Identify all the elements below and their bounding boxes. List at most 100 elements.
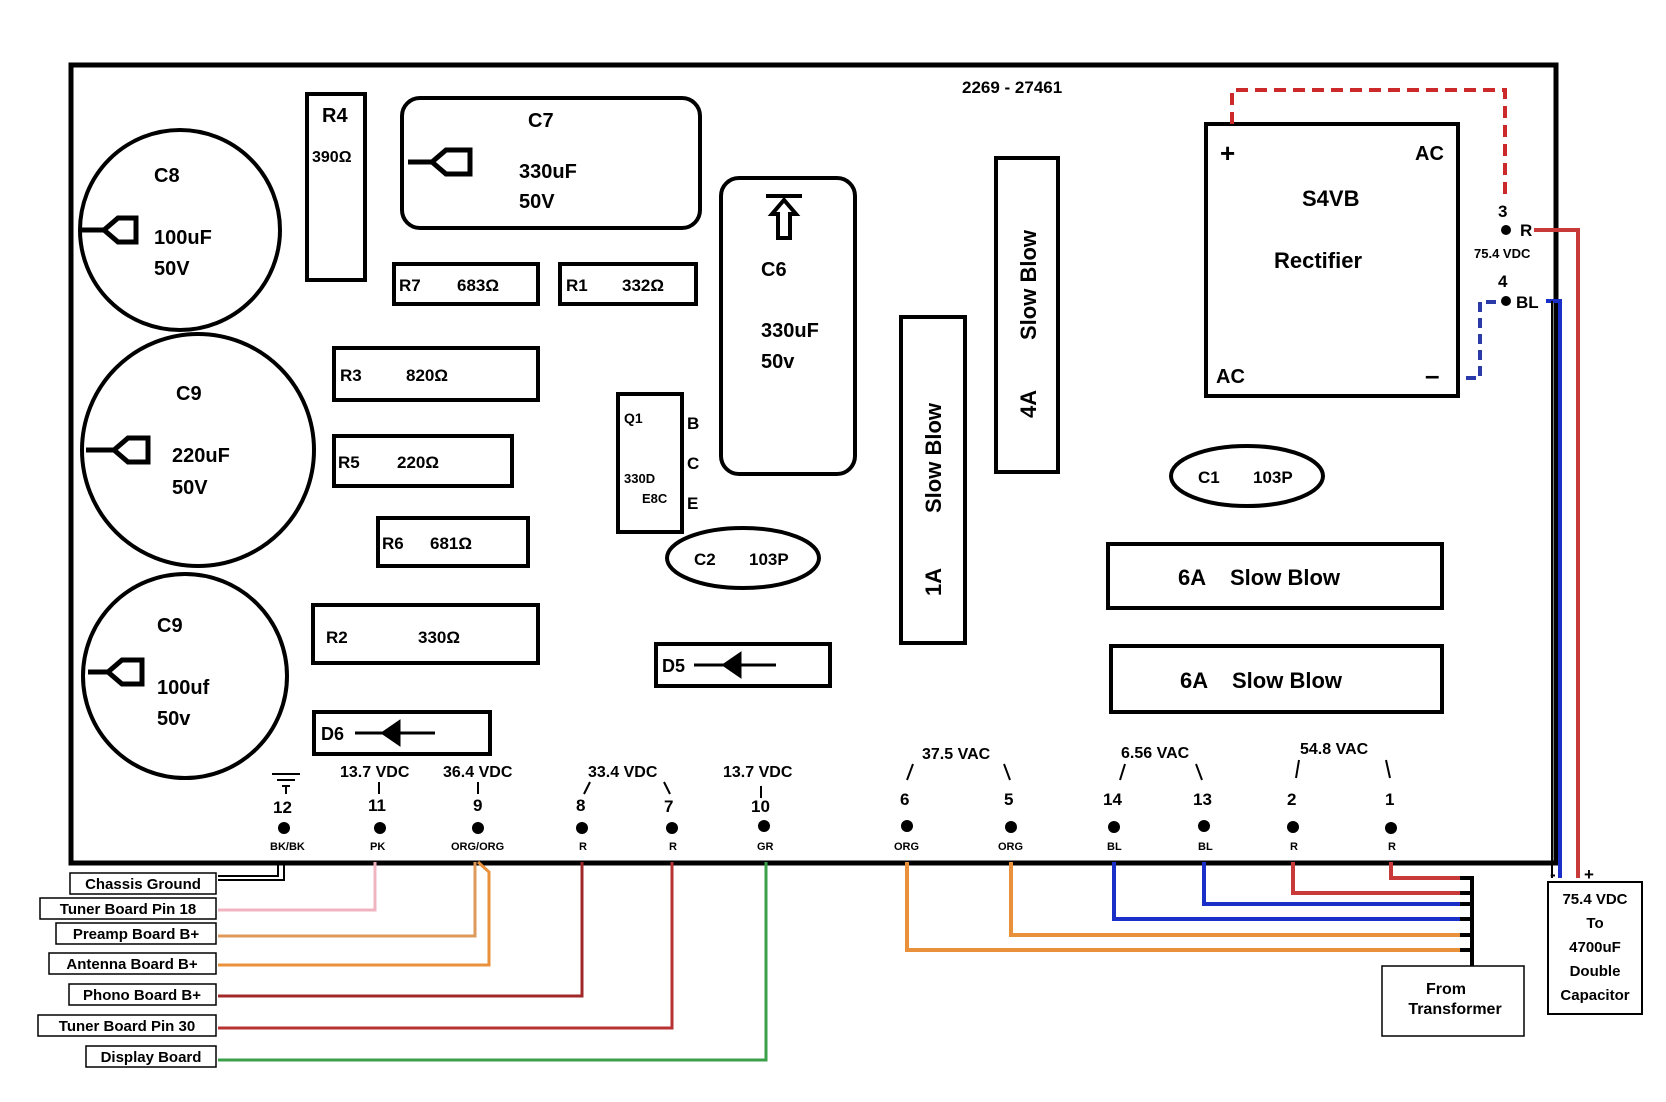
output-line-1: 75.4 VDC: [1562, 891, 1627, 908]
wire-tuner-pin18: [218, 862, 377, 912]
wire-phono-b+: [218, 862, 584, 998]
r4-value: 390Ω: [312, 149, 352, 166]
pin3-wire: R: [1520, 221, 1532, 240]
c1-name: C1: [1198, 468, 1220, 487]
c8-voltage: 50V: [154, 258, 190, 280]
pin-2: 2 R: [1287, 790, 1299, 853]
dest-display-board: Display Board: [101, 1049, 202, 1066]
c6-name: C6: [761, 259, 787, 281]
c9b-value: 100uf: [157, 677, 210, 699]
pin-12: 12 BK/BK: [270, 798, 305, 853]
capacitor-c2: C2 103P: [665, 526, 821, 590]
fuse-1a-type: Slow Blow: [921, 402, 946, 513]
destination-labels: Chassis Ground Tuner Board Pin 18 Preamp…: [37, 872, 217, 1068]
wire-pin2-red: [1291, 862, 1462, 895]
diode-d5: D5: [654, 642, 832, 688]
pin9-voltage: 36.4 VDC: [443, 764, 513, 781]
wire-chassis-ground-2: [218, 862, 279, 877]
pair-14-13-voltage: 6.56 VAC: [1121, 745, 1190, 762]
dest-preamp-b+: Preamp Board B+: [73, 926, 200, 943]
fuse-1a: 1A Slow Blow: [899, 315, 967, 645]
pin-voltage-ticks: [378, 759, 1391, 798]
r1-name: R1: [566, 276, 588, 295]
rectifier-ac-top: AC: [1415, 143, 1444, 165]
wire-tuner-pin30: [218, 862, 674, 1030]
c1-value: 103P: [1253, 468, 1293, 487]
c2-value: 103P: [749, 550, 789, 569]
transistor-q1: Q1 330D E8C B C E: [616, 392, 699, 534]
pin2-wire: R: [1290, 841, 1298, 853]
pin10-number: 10: [751, 797, 770, 816]
fuse-4a: 4A Slow Blow: [994, 156, 1060, 474]
rectifier-ac-bottom: AC: [1216, 366, 1245, 388]
rectifier-output-voltage: 75.4 VDC: [1474, 246, 1531, 261]
r3-value: 820Ω: [406, 366, 448, 385]
dest-tuner-pin18: Tuner Board Pin 18: [60, 901, 196, 918]
dest-antenna-b+: Antenna Board B+: [66, 956, 198, 973]
c9a-voltage: 50V: [172, 477, 208, 499]
arrow-left-icon: [86, 435, 151, 465]
pin12-wire: BK/BK: [270, 841, 305, 853]
q1-name: Q1: [624, 410, 643, 426]
c9a-name: C9: [176, 383, 202, 405]
resistor-r5: R5 220Ω: [332, 434, 514, 488]
pin-13: 13 BL: [1193, 790, 1213, 853]
fuse-6a-1-label: 6A: [1178, 565, 1206, 590]
pin7-wire: R: [669, 841, 677, 853]
wire-pin1-red: [1389, 862, 1462, 880]
dest-tuner-pin30: Tuner Board Pin 30: [59, 1018, 195, 1035]
rectifier-name: S4VB: [1302, 186, 1359, 211]
wire-pin13-blue: [1202, 862, 1462, 906]
d6-name: D6: [321, 724, 344, 744]
c6-voltage: 50v: [761, 351, 795, 373]
c9a-value: 220uF: [172, 445, 230, 467]
fuse-6a-2-type: Slow Blow: [1232, 668, 1343, 693]
q1-part: 330D: [624, 471, 655, 486]
c2-name: C2: [694, 550, 716, 569]
wire-chassis-ground: [218, 862, 285, 881]
pin5-wire: ORG: [998, 841, 1023, 853]
rectifier-positive-dashed-lead: [1230, 88, 1507, 200]
c8-value: 100uF: [154, 227, 212, 249]
output-line-5: Capacitor: [1560, 987, 1629, 1004]
rectifier-plus: +: [1220, 138, 1235, 168]
capacitor-c7: C7 330uF 50V: [400, 96, 702, 230]
wire-antenna-b+: [218, 860, 491, 967]
pin4-wire: BL: [1516, 293, 1539, 312]
pin3-number: 3: [1498, 202, 1507, 221]
fuse-6a-1: 6A Slow Blow: [1106, 542, 1444, 610]
r6-name: R6: [382, 534, 404, 553]
pin-1: 1 R: [1385, 790, 1397, 853]
q1-pin-c: C: [687, 454, 699, 473]
resistor-r1: R1 332Ω: [558, 262, 698, 306]
pin5-number: 5: [1004, 790, 1013, 809]
pin6-number: 6: [900, 790, 909, 809]
pin11-voltage: 13.7 VDC: [340, 764, 410, 781]
output-plus-sign: +: [1584, 865, 1594, 884]
pin1-number: 1: [1385, 790, 1394, 809]
board-id: 2269 - 27461: [962, 78, 1062, 97]
q1-pin-e: E: [687, 494, 698, 513]
board-outline: [68, 62, 1559, 866]
resistor-r7: R7 683Ω: [392, 262, 540, 306]
rectifier-output-pins: 3 R 75.4 VDC 4 BL: [1474, 202, 1539, 312]
pin6-wire: ORG: [894, 841, 919, 853]
pin7-number: 7: [664, 797, 673, 816]
wire-pin14-blue: [1112, 862, 1462, 921]
capacitor-c9-100uf: C9 100uf 50v: [81, 572, 289, 780]
wire-pin6-orange: [905, 862, 1462, 952]
r6-value: 681Ω: [430, 534, 472, 553]
c6-value: 330uF: [761, 320, 819, 342]
transformer-connector: [1460, 876, 1474, 968]
pin11-wire: PK: [370, 841, 385, 853]
r1-value: 332Ω: [622, 276, 664, 295]
arrow-left-icon: [408, 147, 473, 177]
capacitor-c9-220uf: C9 220uF 50V: [80, 332, 316, 568]
r7-name: R7: [399, 276, 421, 295]
output-line-3: 4700uF: [1569, 939, 1621, 956]
r5-value: 220Ω: [397, 453, 439, 472]
pin-7: 7 R: [664, 797, 678, 853]
dest-phono-b+: Phono Board B+: [83, 987, 201, 1004]
rectifier-minus: –: [1425, 360, 1439, 390]
output-line-2: To: [1586, 915, 1603, 932]
